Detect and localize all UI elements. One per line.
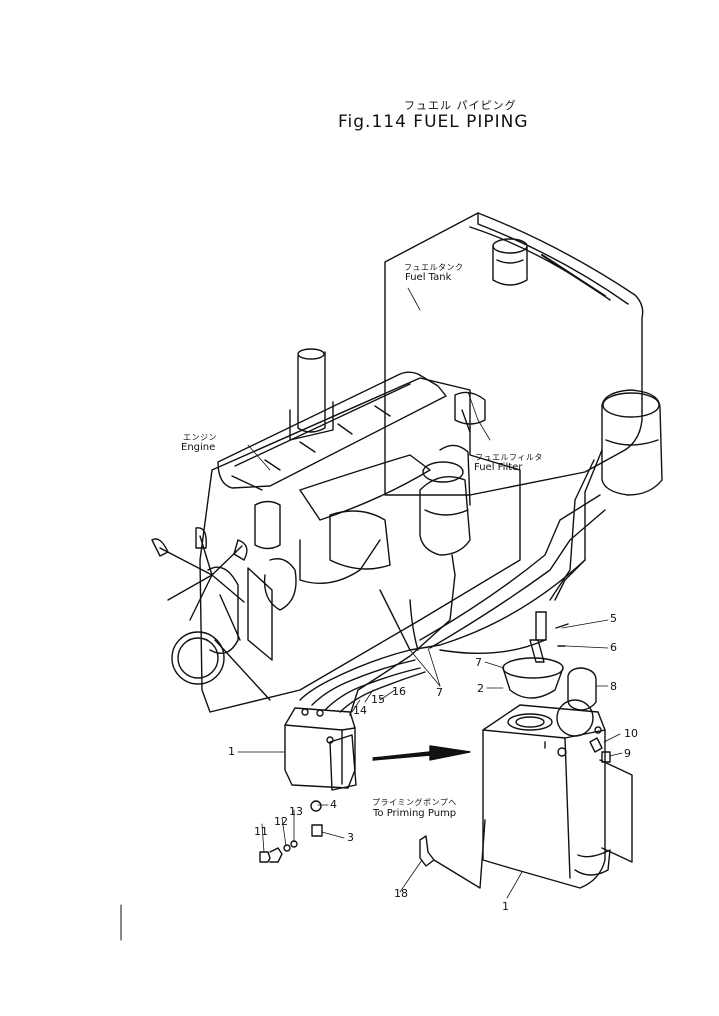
leader-lines [237, 287, 623, 899]
callout-part-1-left: 1 [228, 745, 235, 758]
callout-part-14: 14 [353, 704, 367, 717]
fuel-lines-drawing [299, 494, 606, 716]
fuel-tank-label-japanese: フュエルタンク [404, 263, 464, 272]
water-separator-drawing [549, 389, 663, 601]
fuel-tank-label: Fuel Tank [405, 272, 452, 283]
callout-part-4: 4 [330, 798, 337, 811]
pump-assembly-drawing [502, 611, 597, 737]
right-tank-drawing [482, 704, 633, 889]
callout-part-5: 5 [610, 612, 617, 625]
callout-part-3: 3 [347, 831, 354, 844]
callout-part-8: 8 [610, 680, 617, 693]
fittings-drawing [259, 737, 611, 889]
fan-drawing [151, 527, 248, 685]
callout-part-7-lines: 7 [436, 686, 443, 699]
figure-title: Fig.114 FUEL PIPING [338, 112, 529, 132]
engine-label-japanese: エンジン [183, 433, 217, 442]
figure-title-japanese: フュエル パイピング [404, 99, 517, 112]
fuel-filter-label-japanese: フュエルフィルタ [475, 453, 543, 462]
callout-part-2: 2 [477, 682, 484, 695]
callout-part-1-right: 1 [502, 900, 509, 913]
fuel-filter-label: Fuel Filter [474, 462, 523, 473]
callout-part-9: 9 [624, 747, 631, 760]
callout-part-15: 15 [371, 693, 385, 706]
callout-part-16: 16 [392, 685, 406, 698]
priming-pump-label: To Priming Pump [373, 808, 457, 819]
engine-label: Engine [181, 442, 216, 453]
priming-pump-label-japanese: プライミングポンプへ [372, 798, 457, 807]
fuel-filter-drawing [419, 461, 471, 576]
callout-part-12: 12 [274, 815, 288, 828]
callout-part-13: 13 [289, 805, 303, 818]
callout-part-10: 10 [624, 727, 638, 740]
engine-drawing [199, 348, 521, 713]
callout-part-11: 11 [254, 825, 268, 838]
callout-part-6: 6 [610, 641, 617, 654]
direction-arrow [372, 745, 471, 761]
callout-part-18: 18 [394, 887, 408, 900]
small-tank-drawing [284, 707, 357, 791]
callout-part-7-pump: 7 [475, 656, 482, 669]
